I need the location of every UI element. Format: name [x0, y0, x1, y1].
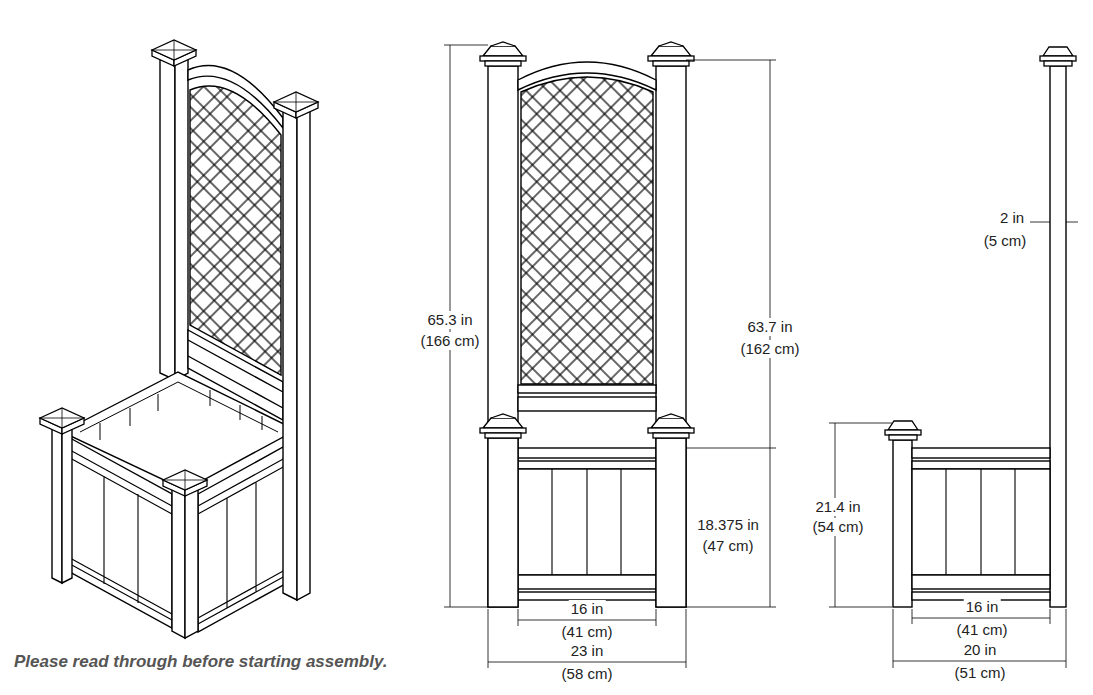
isometric-view	[172, 486, 185, 638]
side-view	[912, 461, 1050, 469]
dimension-lines	[893, 609, 1066, 668]
front-view	[648, 42, 694, 66]
side-view	[885, 421, 921, 440]
side-view	[912, 469, 1050, 575]
side-view	[893, 440, 912, 607]
isometric-view	[274, 92, 318, 118]
front-view	[518, 592, 656, 600]
dimension-label: (41 cm)	[955, 621, 1010, 639]
front-view	[480, 42, 526, 66]
front-view	[656, 66, 686, 607]
isometric-view	[175, 58, 188, 380]
isometric-view	[40, 40, 318, 638]
isometric-view	[185, 486, 198, 638]
dimension-label: 16 in	[569, 600, 606, 618]
dimension-lines	[444, 45, 1078, 668]
side-view	[1040, 47, 1076, 66]
dimension-label: 20 in	[962, 641, 999, 659]
dimension-label: 23 in	[569, 642, 606, 660]
dimension-label: 65.3 in	[425, 311, 474, 329]
isometric-view	[70, 438, 172, 628]
dimension-label: 63.7 in	[745, 318, 794, 336]
isometric-view	[70, 450, 172, 620]
dimension-label: (54 cm)	[811, 518, 866, 536]
isometric-view	[52, 428, 62, 583]
side-view	[946, 469, 1015, 575]
isometric-view	[198, 458, 285, 624]
front-view	[518, 50, 658, 390]
dimension-label: (58 cm)	[560, 665, 615, 683]
front-view	[518, 575, 656, 589]
front-view	[488, 438, 518, 607]
side-view	[1050, 66, 1066, 607]
dimension-label: 2 in	[998, 209, 1026, 227]
side-view	[885, 47, 1076, 607]
isometric-view	[152, 40, 196, 66]
isometric-view	[190, 86, 281, 375]
side-view	[912, 448, 1050, 458]
front-view	[518, 461, 656, 469]
dimension-label: 21.4 in	[813, 498, 862, 516]
dimension-label: (51 cm)	[953, 664, 1008, 682]
front-view	[518, 50, 658, 390]
dimension-label: (166 cm)	[418, 332, 481, 350]
front-view	[518, 50, 658, 390]
assembly-note: Please read through before starting asse…	[12, 653, 390, 671]
isometric-view	[283, 110, 297, 600]
front-view	[518, 448, 656, 458]
dimension-label: (47 cm)	[701, 537, 756, 555]
isometric-view	[163, 470, 207, 496]
isometric-view	[40, 408, 84, 434]
isometric-view	[80, 382, 278, 440]
front-view	[488, 66, 518, 607]
isometric-view	[160, 58, 175, 380]
isometric-view	[62, 428, 72, 583]
front-view	[518, 385, 656, 393]
isometric-view	[297, 110, 310, 600]
dimension-label: (41 cm)	[560, 623, 615, 641]
front-view	[518, 50, 658, 390]
front-view	[480, 42, 694, 607]
isometric-view	[198, 446, 285, 632]
front-view	[656, 438, 686, 607]
dimension-label: 18.375 in	[695, 516, 761, 534]
front-view	[518, 469, 656, 575]
front-view	[552, 469, 621, 575]
front-view	[648, 414, 694, 438]
dimension-label: (162 cm)	[738, 340, 801, 358]
side-view	[912, 575, 1050, 589]
dimension-label: 16 in	[964, 598, 1001, 616]
front-view	[521, 77, 653, 384]
dimension-label: (5 cm)	[982, 232, 1029, 250]
front-view	[518, 397, 656, 411]
front-view	[480, 414, 526, 438]
dimension-lines	[1030, 222, 1078, 223]
